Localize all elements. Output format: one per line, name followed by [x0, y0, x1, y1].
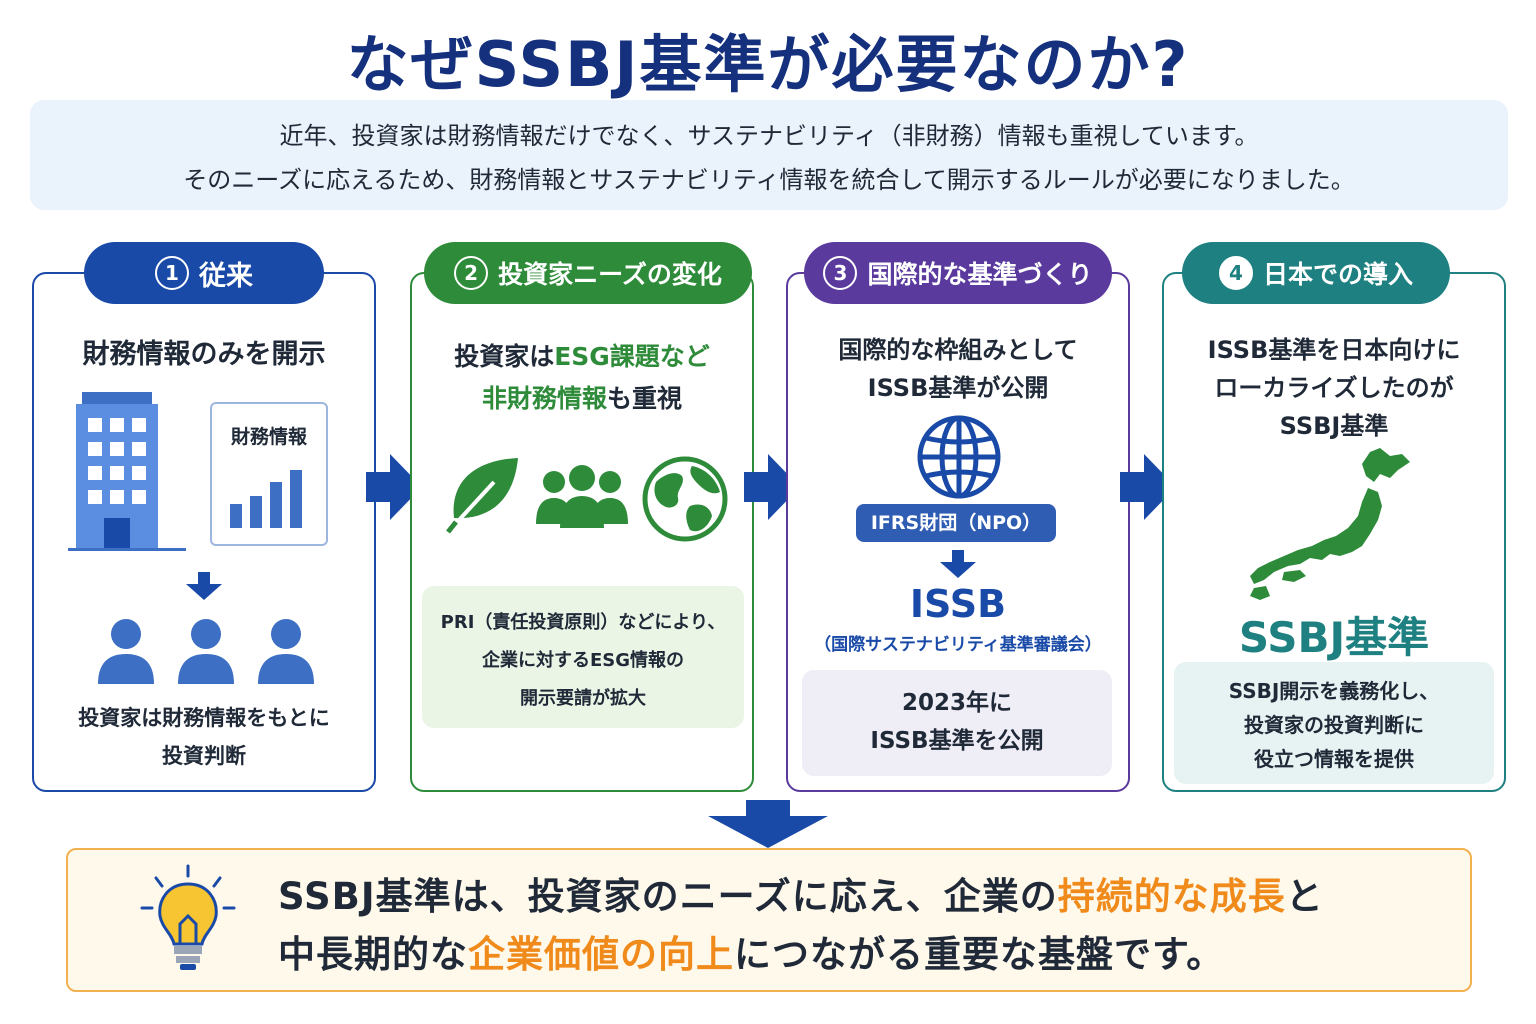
intro-panel: 近年、投資家は財務情報だけでなく、サステナビリティ（非財務）情報も重視しています… — [30, 100, 1508, 210]
step-card-4: ISSB基準を日本向けに ローカライズしたのが SSBJ基準 SSBJ基準 SS… — [1162, 272, 1506, 792]
step2-info-box: PRI（責任投資原則）などにより、 企業に対するESG情報の 開示要請が拡大 — [422, 586, 744, 728]
globe-icon — [642, 456, 728, 542]
report-chart-icon: 財務情報 — [210, 402, 328, 546]
issb-label: ISSB — [909, 582, 1007, 626]
step2-heading-c: 非財務情報 — [481, 384, 607, 413]
step-pill-4: 4 日本での導入 — [1182, 242, 1450, 304]
step-card-1: 財務情報のみを開示 財務情報 投資家は財務情報をもとに — [32, 272, 376, 792]
japan-map-icon — [1250, 448, 1410, 600]
summary-line-2: 中長期的な企業価値の向上につながる重要な基盤です。 — [278, 926, 1324, 984]
flow-arrow-2 — [744, 454, 800, 520]
bar-chart-icon — [230, 470, 302, 528]
step-number-3: 3 — [823, 256, 858, 290]
ifrs-badge: IFRS財団（NPO） — [856, 504, 1056, 542]
step2-heading-a: 投資家は — [454, 342, 555, 371]
summary-text: SSBJ基準は、投資家のニーズに応え、企業の持続的な成長と 中長期的な企業価値の… — [278, 868, 1324, 984]
ssbj-big-label: SSBJ基準 — [1238, 613, 1430, 662]
step4-heading-line3: SSBJ基準 — [1279, 412, 1389, 440]
step4-heading-line1: ISSB基準を日本向けに — [1207, 336, 1461, 364]
flow-arrow-3 — [1120, 454, 1176, 520]
leaf-icon — [446, 458, 518, 534]
summary-l2-a: 中長期的な — [278, 933, 468, 976]
summary-down-arrow — [708, 800, 828, 848]
step1-bottom-line1: 投資家は財務情報をもとに — [78, 706, 330, 730]
step2-box-line3: 開示要請が拡大 — [520, 688, 646, 709]
down-arrow-icon — [940, 550, 976, 578]
step-number-2: 2 — [454, 256, 489, 290]
step3-heading-line1: 国際的な枠組みとして — [838, 336, 1078, 364]
step1-bottom-line2: 投資判断 — [162, 744, 246, 768]
step-pill-1: 1 従来 — [84, 242, 324, 304]
summary-line-1: SSBJ基準は、投資家のニーズに応え、企業の持続的な成長と — [278, 868, 1324, 926]
step-pill-2: 2 投資家ニーズの変化 — [424, 242, 752, 304]
step-title-3: 国際的な基準づくり — [867, 260, 1093, 289]
step-card-3: 国際的な枠組みとして ISSB基準が公開 IFRS財団（NPO） ISSB （国… — [786, 272, 1130, 792]
step-title-1: 従来 — [199, 260, 253, 292]
people-icon — [98, 619, 314, 684]
summary-l2-b: 企業価値の向上 — [468, 933, 734, 976]
down-arrow-icon — [186, 572, 222, 600]
summary-l1-c: と — [1285, 875, 1324, 918]
report-label: 財務情報 — [230, 426, 307, 448]
step4-box-line1: SSBJ開示を義務化し、 — [1228, 679, 1440, 703]
summary-l1-b: 持続的な成長 — [1057, 875, 1286, 918]
globe-grid-icon — [917, 415, 1001, 499]
step3-info-box: 2023年に ISSB基準を公開 — [802, 670, 1112, 776]
intro-line-2: そのニーズに応えるため、財務情報とサステナビリティ情報を統合して開示するルールが… — [183, 166, 1355, 194]
summary-l1-a: SSBJ基準は、投資家のニーズに応え、企業の — [278, 875, 1058, 918]
step2-heading: 投資家はESG課題など 非財務情報も重視 — [412, 336, 752, 420]
lightbulb-icon — [140, 864, 236, 970]
step-title-2: 投資家ニーズの変化 — [498, 260, 722, 289]
summary-panel: SSBJ基準は、投資家のニーズに応え、企業の持続的な成長と 中長期的な企業価値の… — [66, 848, 1472, 992]
step3-box-line2: ISSB基準を公開 — [870, 728, 1044, 754]
step2-heading-b: ESG課題など — [554, 342, 710, 371]
step-card-2: 投資家はESG課題など 非財務情報も重視 PRI（責任投資原則）などにより、 企… — [410, 272, 754, 792]
intro-line-1: 近年、投資家は財務情報だけでなく、サステナビリティ（非財務）情報も重視しています… — [279, 122, 1259, 150]
step2-box-line2: 企業に対するESG情報の — [481, 650, 685, 671]
summary-l2-c: につながる重要な基盤です。 — [734, 933, 1225, 976]
step4-box-line2: 投資家の投資判断に — [1244, 713, 1424, 737]
step-number-1: 1 — [155, 256, 189, 290]
step4-heading-line2: ローカライズしたのが — [1214, 374, 1454, 402]
step3-heading-line2: ISSB基準が公開 — [867, 374, 1049, 402]
step-number-4: 4 — [1218, 256, 1253, 290]
building-icon — [68, 392, 186, 551]
step3-box-line1: 2023年に — [901, 690, 1012, 716]
page-title: なぜSSBJ基準が必要なのか? — [346, 28, 1190, 101]
step-title-4: 日本での導入 — [1262, 260, 1413, 289]
step1-heading: 財務情報のみを開示 — [82, 339, 326, 370]
flow-arrow-1 — [366, 454, 422, 520]
step-pill-3: 3 国際的な基準づくり — [804, 242, 1112, 304]
step2-box-line1: PRI（責任投資原則）などにより、 — [440, 612, 726, 633]
step4-box-line3: 役立つ情報を提供 — [1254, 747, 1414, 771]
group-icon — [536, 465, 628, 528]
step2-heading-d: も重視 — [607, 384, 683, 413]
issb-sub-label: （国際サステナビリティ基準審議会） — [814, 635, 1102, 655]
step4-info-box: SSBJ開示を義務化し、 投資家の投資判断に 役立つ情報を提供 — [1174, 662, 1494, 784]
